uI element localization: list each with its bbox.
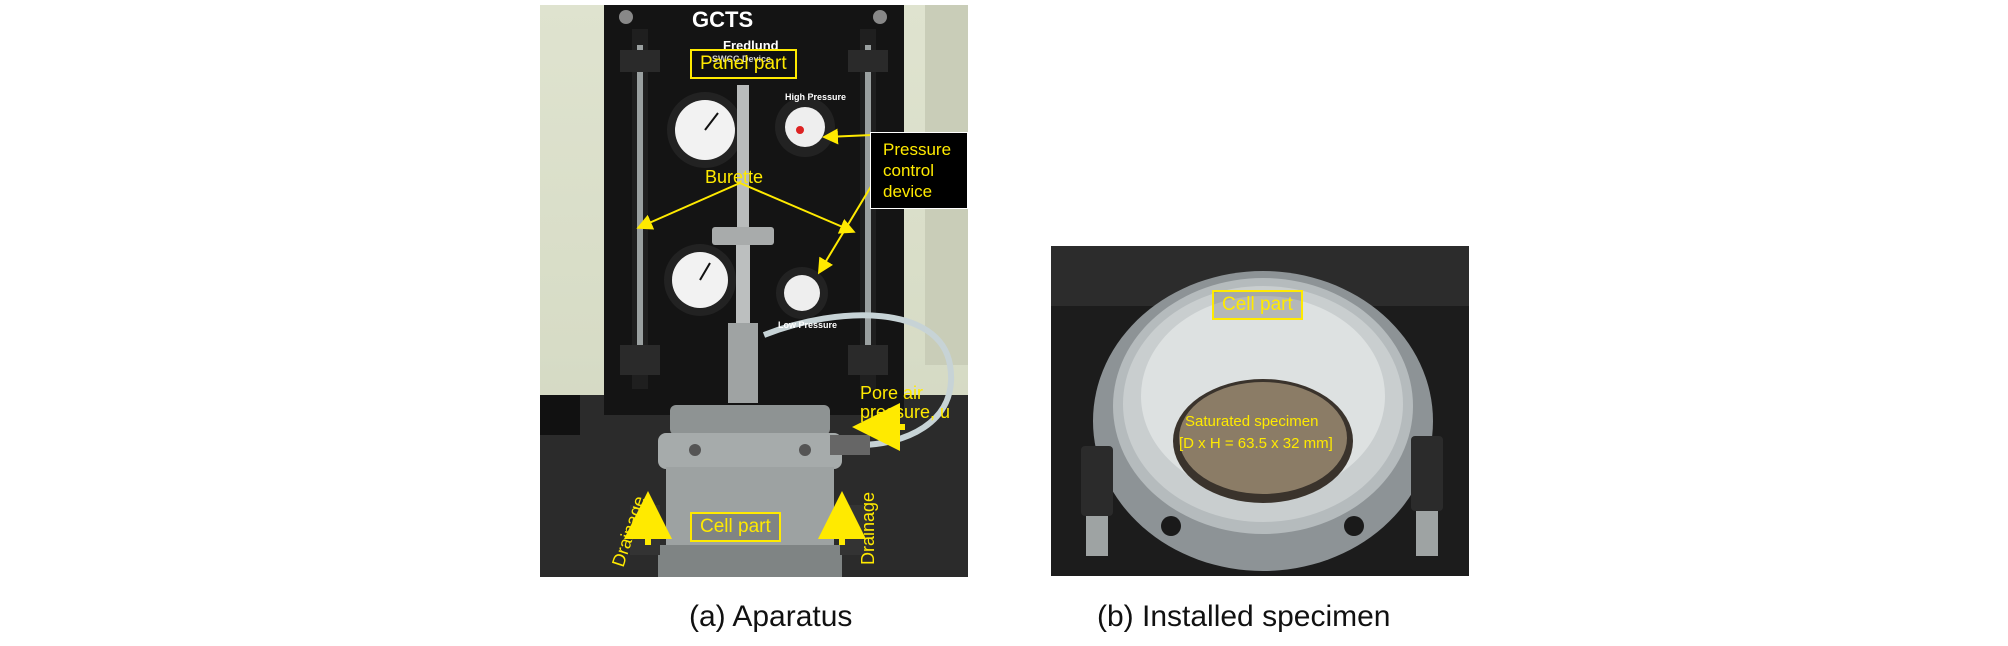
installed-specimen-photo: Cell part Saturated specimen [D x H = 63… xyxy=(1051,246,1469,576)
pressure-control-line2: control device xyxy=(883,161,935,201)
panel-part-label: Panel part xyxy=(690,49,797,79)
device-sub-text: SWCC Device xyxy=(712,54,772,64)
specimen-label-line2: [D x H = 63.5 x 32 mm] xyxy=(1179,435,1333,452)
specimen-illustration xyxy=(1051,246,1469,576)
high-pressure-text: High Pressure xyxy=(785,92,847,102)
apparatus-photo: GCTS Fredlund SWCC Device High Pressure … xyxy=(540,5,968,577)
cell-part-label-a: Cell part xyxy=(690,512,781,542)
specimen-label-line1: Saturated specimen xyxy=(1185,413,1319,430)
brand-logo-text: GCTS xyxy=(692,7,754,32)
cell-part-label-b: Cell part xyxy=(1212,290,1303,320)
pressure-control-line1: Pressure xyxy=(883,140,952,159)
pore-air-line2: pressure, u xyxy=(860,402,951,422)
caption-a: (a) Aparatus xyxy=(689,600,853,633)
pore-air-line1: Pore air xyxy=(860,383,924,403)
pressure-control-label: Pressure control device xyxy=(870,132,968,209)
caption-b: (b) Installed specimen xyxy=(1097,600,1391,633)
burette-label: Burette xyxy=(705,167,764,187)
low-pressure-text: Low Pressure xyxy=(778,320,838,330)
drainage-right-label: Drainage xyxy=(858,491,878,565)
annotation-arrows xyxy=(624,128,905,545)
